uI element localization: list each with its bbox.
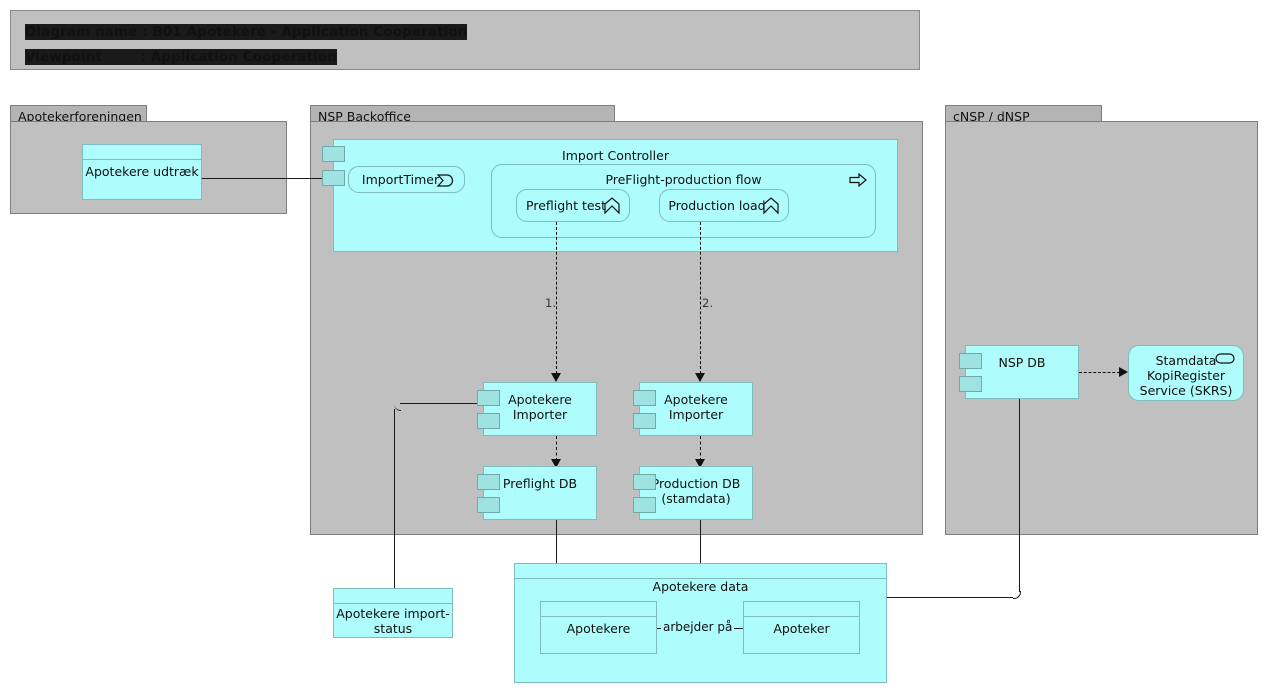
diagram-title-block: Diagram name : B01 Apotekere - Applicati… xyxy=(10,10,920,70)
application-function-icon xyxy=(763,197,779,215)
group-tab-cnsp-dnsp: cNSP / dNSP xyxy=(945,105,1102,124)
flow-1-arrowhead xyxy=(551,373,561,382)
event-import-timer[interactable]: ImportTimer xyxy=(348,166,465,193)
data-object-apotekere-udtraek[interactable]: Apotekere udtræk xyxy=(82,144,202,200)
data-object-label: Apoteker xyxy=(773,621,830,636)
flow-production-db-arrowhead xyxy=(695,459,705,468)
component-port-top xyxy=(633,474,656,490)
flow-preflight-db-arrowhead xyxy=(551,459,561,468)
flow-2-dashed-line xyxy=(700,222,701,374)
data-object-header-bar xyxy=(83,145,201,160)
group-tab-apotekerforeningen: Apotekerforeningen xyxy=(10,105,147,124)
flow-1-sequence-label: 1. xyxy=(545,296,556,310)
component-label: Apotekere Importer xyxy=(508,392,572,422)
flow-importer-to-production-db xyxy=(700,436,701,461)
component-port-top xyxy=(477,474,500,490)
component-label: Apotekere Importer xyxy=(664,392,728,422)
data-object-import-status[interactable]: Apotekere import- status xyxy=(333,588,453,638)
component-port-top xyxy=(477,390,500,406)
data-object-label: Apotekere udtræk xyxy=(85,164,199,179)
connector-preflight-db-to-apotekere-data xyxy=(556,520,557,565)
group-cnsp-dnsp[interactable] xyxy=(945,121,1258,535)
function-production-load[interactable]: Production load xyxy=(659,189,789,222)
function-label: Production load xyxy=(668,198,766,213)
connector-importer-to-status-corner xyxy=(394,403,401,411)
function-label: Preflight test xyxy=(526,198,606,213)
component-label: Production DB (stamdata) xyxy=(651,476,741,506)
data-object-header-bar xyxy=(515,564,886,579)
flow-2-sequence-label: 2. xyxy=(702,296,713,310)
component-port-top xyxy=(633,390,656,406)
connector-nsp-db-to-apotekere-data-horizontal xyxy=(887,597,1013,598)
flow-2-arrowhead xyxy=(695,373,705,382)
flow-nsp-db-to-skrs xyxy=(1079,372,1120,373)
data-object-apoteker[interactable]: Apoteker xyxy=(743,601,860,654)
component-label: Import Controller xyxy=(562,148,669,163)
component-port-bottom xyxy=(477,413,500,429)
data-object-label: Apotekere import- status xyxy=(336,606,450,636)
component-production-db[interactable]: Production DB (stamdata) xyxy=(639,466,753,520)
component-port-bottom xyxy=(633,497,656,513)
group-label-apotekerforeningen: Apotekerforeningen xyxy=(18,109,142,124)
group-label-nsp-backoffice: NSP Backoffice xyxy=(318,109,411,124)
application-event-icon xyxy=(436,174,454,187)
connector-nsp-db-to-apotekere-data-vertical xyxy=(1019,399,1020,592)
component-nsp-db[interactable]: NSP DB xyxy=(965,345,1079,399)
component-port-top xyxy=(959,353,982,369)
component-label: NSP DB xyxy=(998,355,1046,370)
application-function-icon xyxy=(604,197,620,215)
group-label-cnsp-dnsp: cNSP / dNSP xyxy=(953,109,1030,124)
component-apotekere-importer-left[interactable]: Apotekere Importer xyxy=(483,382,597,436)
connector-importer-to-status-vertical xyxy=(394,409,395,591)
service-label: Stamdata KopiRegister Service (SKRS) xyxy=(1139,353,1233,398)
data-object-header-bar xyxy=(334,589,452,604)
component-port-bottom xyxy=(633,413,656,429)
flow-importer-to-preflight-db xyxy=(556,436,557,461)
connector-production-db-to-apotekere-data xyxy=(700,520,701,565)
association-label: arbejder på xyxy=(661,620,735,634)
data-object-apotekere-data[interactable]: Apotekere data Apotekere Apoteker arbejd… xyxy=(514,563,887,683)
connector-nsp-db-corner xyxy=(1013,591,1021,599)
data-object-apotekere[interactable]: Apotekere xyxy=(540,601,657,654)
component-label: Preflight DB xyxy=(502,476,578,491)
diagram-name-line: Diagram name : B01 Apotekere - Applicati… xyxy=(25,24,468,40)
flow-1-dashed-line xyxy=(556,222,557,374)
viewpoint-line: Viewpoint : Application Cooperation xyxy=(25,49,337,65)
component-preflight-db[interactable]: Preflight DB xyxy=(483,466,597,520)
service-skrs[interactable]: Stamdata KopiRegister Service (SKRS) xyxy=(1128,345,1244,401)
component-apotekere-importer-right[interactable]: Apotekere Importer xyxy=(639,382,753,436)
event-label: ImportTimer xyxy=(361,172,440,187)
data-object-header-bar xyxy=(744,602,859,617)
process-label: PreFlight-production flow xyxy=(605,172,762,187)
group-tab-nsp-backoffice: NSP Backoffice xyxy=(310,105,615,124)
data-object-label: Apotekere xyxy=(566,621,631,636)
component-port-bottom xyxy=(322,170,345,186)
connector-importer-to-status-horizontal xyxy=(400,403,477,404)
data-object-label: Apotekere data xyxy=(652,579,749,594)
component-port-bottom xyxy=(959,376,982,392)
component-port-bottom xyxy=(477,497,500,513)
data-object-header-bar xyxy=(541,602,656,617)
component-port-top xyxy=(322,146,345,162)
application-service-icon xyxy=(1215,353,1235,364)
function-preflight-test[interactable]: Preflight test xyxy=(516,189,630,222)
flow-skrs-arrowhead xyxy=(1119,367,1128,377)
application-process-icon xyxy=(849,172,867,188)
connector-udtraek-to-import-controller xyxy=(202,178,333,179)
